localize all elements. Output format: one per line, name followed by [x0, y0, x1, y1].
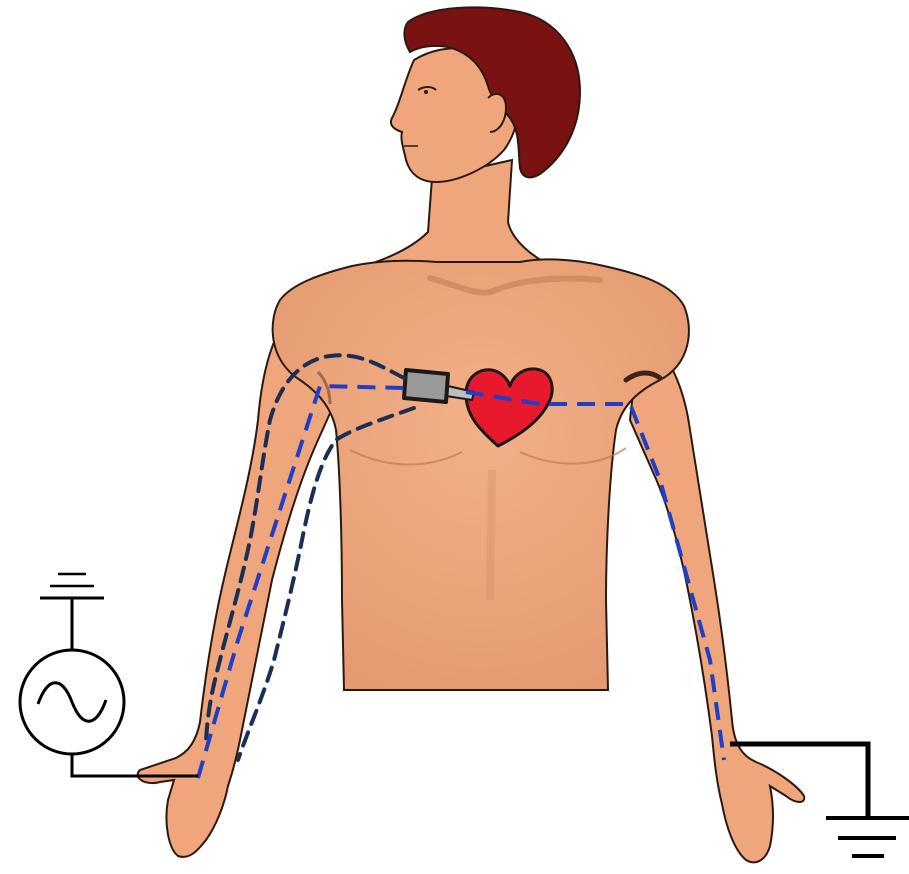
head — [391, 7, 580, 182]
device-body — [404, 370, 448, 402]
sternum-line — [490, 470, 492, 600]
eye-pupil — [424, 90, 428, 94]
right-arm — [630, 330, 804, 862]
torso — [273, 259, 689, 690]
ac-voltage-source-icon — [20, 574, 198, 776]
